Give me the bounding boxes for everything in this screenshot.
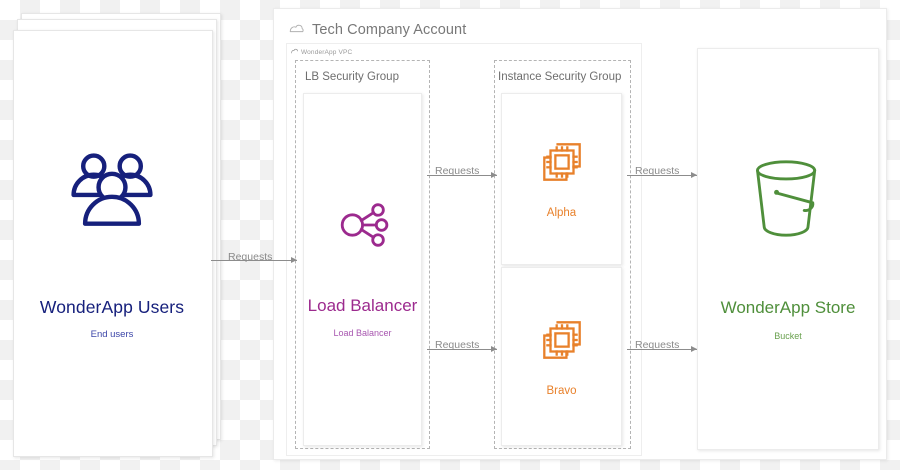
arrow-head: [491, 171, 497, 178]
compute-instance-icon: [539, 139, 585, 185]
account-title: Tech Company Account: [312, 22, 467, 38]
users-subtitle: End users: [90, 329, 134, 340]
arrow-head: [691, 345, 697, 352]
instance-alpha-title: Alpha: [546, 207, 577, 219]
account-header: Tech Company Account: [289, 21, 466, 39]
security-group-lb-title: LB Security Group: [305, 71, 399, 83]
cloud-icon: [289, 21, 304, 39]
users-group-icon: [64, 145, 160, 241]
arrow-label: Requests: [228, 251, 273, 263]
arrow-label: Requests: [635, 165, 680, 177]
users-title: WonderApp Users: [39, 297, 185, 317]
security-group-instance-title: Instance Security Group: [498, 71, 622, 83]
security-group-instance[interactable]: [494, 60, 631, 449]
arrow-label: Requests: [635, 339, 680, 351]
store-node[interactable]: WonderApp Store Bucket: [697, 48, 879, 450]
arrow-line: [211, 260, 297, 261]
vpc-label-text: WonderApp VPC: [301, 48, 353, 56]
vpc-label: WonderApp VPC: [291, 48, 352, 56]
load-balancer-title: Load Balancer: [307, 295, 418, 315]
arrow-head: [691, 171, 697, 178]
arrow-line: [427, 349, 497, 350]
load-balancer-subtitle: Load Balancer: [333, 327, 392, 338]
users-panel-card[interactable]: [13, 30, 213, 457]
instance-bravo-node[interactable]: Bravo: [501, 267, 622, 446]
arrow-line: [627, 175, 697, 176]
arrow-label: Requests: [435, 165, 480, 177]
instance-alpha-node[interactable]: Alpha: [501, 93, 622, 265]
arrow-head: [291, 256, 297, 263]
store-title: WonderApp Store: [720, 297, 856, 317]
bucket-icon: [746, 158, 830, 240]
compute-instance-icon: [539, 317, 585, 363]
load-balancer-node[interactable]: Load Balancer Load Balancer: [303, 93, 422, 446]
instance-bravo-title: Bravo: [546, 384, 577, 397]
users-node[interactable]: WonderApp Users End users: [13, 30, 211, 455]
vpc-icon: [291, 48, 298, 56]
arrow-head: [491, 345, 497, 352]
security-group-lb[interactable]: [295, 60, 430, 449]
arrow-line: [627, 349, 697, 350]
store-subtitle: Bucket: [774, 330, 802, 341]
load-balancer-icon: [337, 202, 389, 248]
arrow-line: [427, 175, 497, 176]
arrow-label: Requests: [435, 339, 480, 351]
